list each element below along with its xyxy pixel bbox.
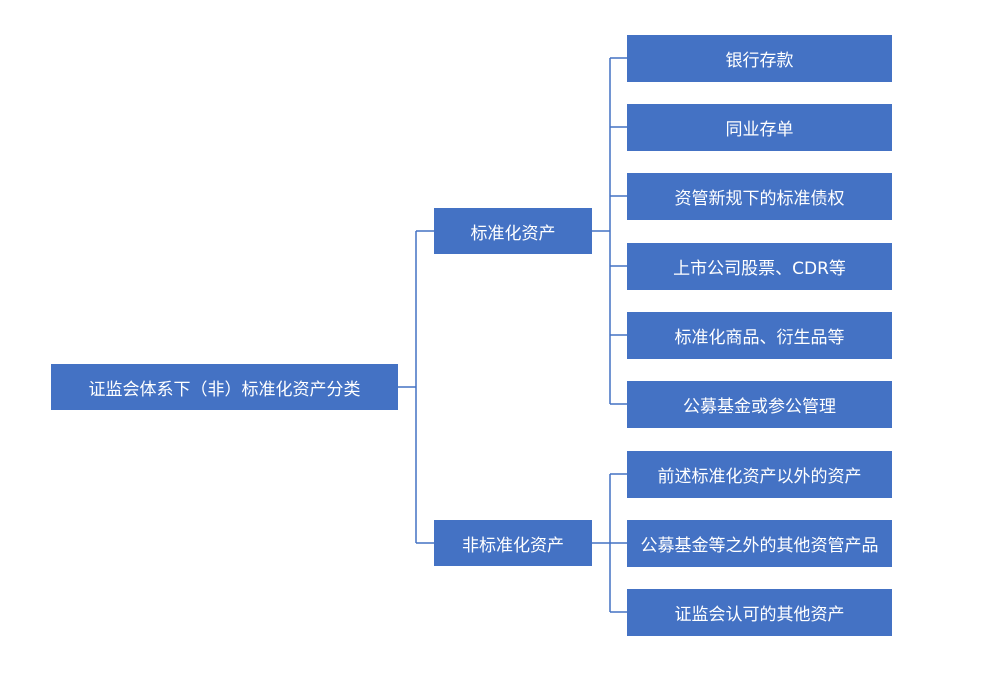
leaf-node: 同业存单 (627, 104, 892, 151)
leaf-node: 上市公司股票、CDR等 (627, 243, 892, 290)
leaf-node: 资管新规下的标准债权 (627, 173, 892, 220)
leaf-node: 证监会认可的其他资产 (627, 589, 892, 636)
leaf-node: 前述标准化资产以外的资产 (627, 451, 892, 498)
leaf-node: 公募基金等之外的其他资管产品 (627, 520, 892, 567)
leaf-node: 标准化商品、衍生品等 (627, 312, 892, 359)
branch-non-standardized-assets: 非标准化资产 (434, 520, 592, 566)
leaf-node: 银行存款 (627, 35, 892, 82)
root-node: 证监会体系下（非）标准化资产分类 (51, 364, 398, 410)
leaf-node: 公募基金或参公管理 (627, 381, 892, 428)
branch-standardized-assets: 标准化资产 (434, 208, 592, 254)
